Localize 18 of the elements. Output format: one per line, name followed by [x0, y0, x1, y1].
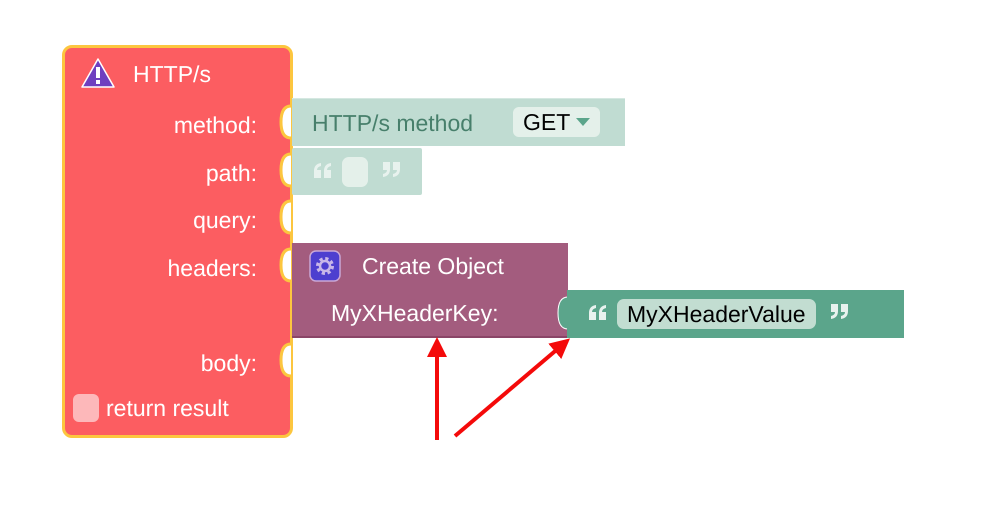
input-label: headers:: [167, 254, 257, 282]
text-field: MyXHeaderValue: [617, 299, 816, 329]
block-label: HTTP/s method: [312, 109, 474, 137]
input-label: path:: [206, 159, 257, 187]
request-block: [62, 45, 293, 438]
method-block: [292, 98, 625, 146]
input-label: MyXHeaderKey:: [331, 299, 498, 327]
input-label: query:: [193, 206, 257, 234]
input-label: method:: [174, 111, 257, 139]
block-title: HTTP/s: [133, 60, 211, 88]
input-label: body:: [200, 349, 257, 377]
arrow: [427, 337, 447, 440]
dropdown: GET: [513, 107, 600, 137]
text-block: [292, 148, 422, 195]
block-title: Create Object: [362, 252, 504, 280]
arrow: [454, 338, 570, 438]
object-block: [292, 243, 568, 338]
checkbox: return result: [73, 394, 229, 422]
